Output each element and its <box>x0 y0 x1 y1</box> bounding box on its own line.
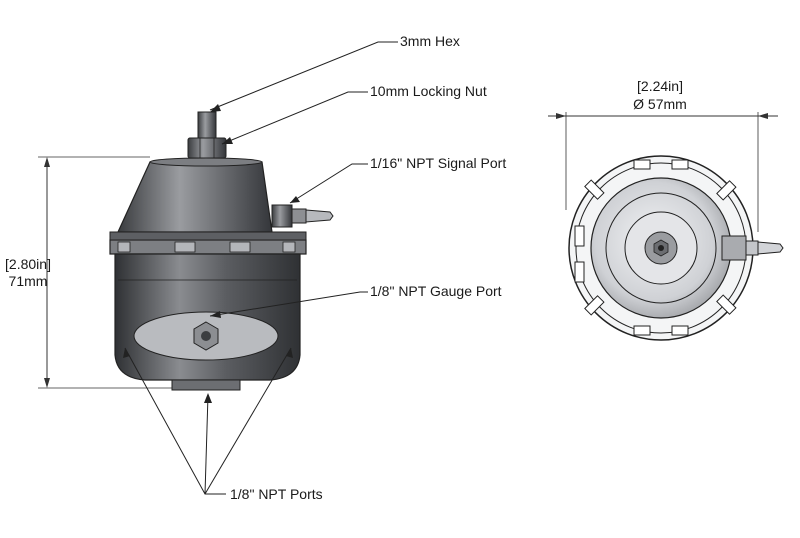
side-view <box>38 111 334 391</box>
signal-barb <box>305 209 334 223</box>
arrow-down-icon <box>44 378 50 388</box>
arrow-up-icon <box>44 157 50 167</box>
leader-port-c <box>204 347 292 495</box>
signal-port-fitting <box>271 204 293 228</box>
rim-notches <box>574 159 737 336</box>
leader-port-b <box>204 394 209 495</box>
leader-signal-port <box>289 163 368 204</box>
bottom-port-boss <box>171 379 241 391</box>
diameter-inches: [2.24in] <box>637 78 683 94</box>
top-view <box>548 112 784 341</box>
arrow-right-icon <box>758 113 768 119</box>
height-inches: [2.80in] <box>5 256 51 272</box>
locking-nut <box>187 137 227 159</box>
label-signal-port: 1/16" NPT Signal Port <box>370 155 507 171</box>
leader-arrowheads <box>123 104 300 403</box>
label-locking-nut: 10mm Locking Nut <box>370 83 487 99</box>
signal-port-top <box>721 235 747 261</box>
arrow-left-icon <box>556 113 566 119</box>
diameter-mm: Ø 57mm <box>633 96 687 112</box>
label-npt-ports: 1/8" NPT Ports <box>230 486 323 502</box>
flange-ring <box>109 239 307 255</box>
label-gauge-port: 1/8" NPT Gauge Port <box>370 283 502 299</box>
leader-locking-nut <box>221 91 368 145</box>
callout-leaders <box>124 41 398 495</box>
leader-gauge-port <box>209 291 368 317</box>
leader-hex <box>209 41 398 111</box>
height-mm: 71mm <box>8 273 48 289</box>
regulator-cap <box>117 161 273 233</box>
label-hex: 3mm Hex <box>400 33 460 49</box>
